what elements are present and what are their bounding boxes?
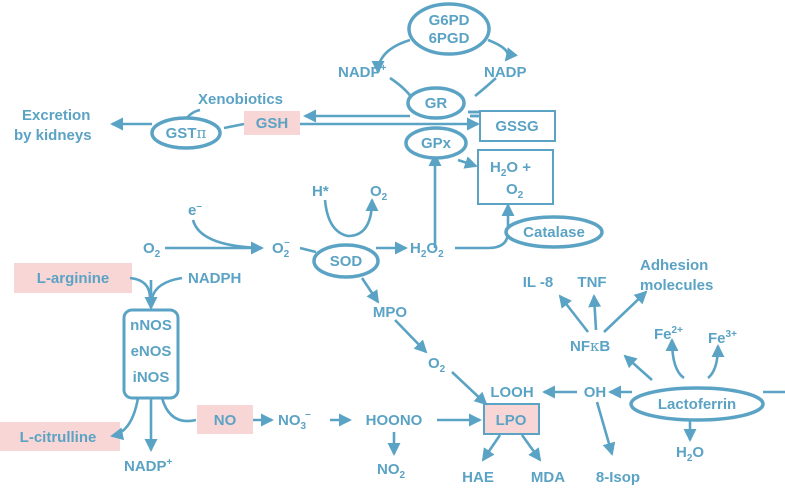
sod-node xyxy=(312,243,380,279)
xenobiotics-label: Xenobiotics xyxy=(198,91,283,108)
hoono-label: HOONO xyxy=(366,412,423,429)
lactoferrin-label: Lactoferrin xyxy=(658,396,736,413)
nadp-plus-top-label: NADP+ xyxy=(338,63,387,81)
nadph-label: NADPH xyxy=(188,270,241,287)
nos-box xyxy=(122,308,180,400)
fe3-label: Fe3+ xyxy=(708,329,737,347)
l-citrulline-highlight xyxy=(0,422,120,451)
looh-label: LOOH xyxy=(490,384,533,401)
mpo-label: MPO xyxy=(373,304,408,321)
pathway-connectors xyxy=(110,38,785,462)
hydroxyl-label: OH xyxy=(584,384,607,401)
no-label: NO xyxy=(214,412,237,429)
gpx-node xyxy=(404,126,468,160)
nadp-top-label: NADP xyxy=(484,64,527,81)
gst-pi-label: GSTπ xyxy=(166,124,207,142)
catalase-node xyxy=(504,215,604,249)
o2-box-label: O2 xyxy=(506,181,524,201)
6pgd-label: 6PGD xyxy=(429,30,470,47)
8-isop-label: 8-Isop xyxy=(596,469,640,486)
nitrate-label: NO3– xyxy=(278,409,311,432)
excretion-label-line1: Excretion xyxy=(22,107,90,124)
gr-node xyxy=(406,86,466,120)
lpo-highlight xyxy=(483,403,540,435)
h-star-label: H* xyxy=(312,183,329,200)
l-arginine-label: L-arginine xyxy=(37,270,110,287)
l-arginine-highlight xyxy=(14,263,132,293)
inos-label: iNOS xyxy=(133,369,170,386)
mda-label: MDA xyxy=(531,469,565,486)
h2o-bottom-label: H2O xyxy=(676,444,704,464)
o2-top-label: O2 xyxy=(370,183,388,203)
adhesion-label-line2: molecules xyxy=(640,277,713,294)
superoxide-label: O2– xyxy=(272,237,290,260)
gst-node xyxy=(150,116,222,150)
no2-label: NO2 xyxy=(377,461,406,481)
gsh-highlight xyxy=(244,111,300,135)
o2-left-label: O2 xyxy=(143,240,161,260)
gssg-label: GSSG xyxy=(495,118,538,135)
g6pd-6pgd-node xyxy=(407,2,491,56)
nnos-label: nNOS xyxy=(130,317,172,334)
l-citrulline-label: L-citrulline xyxy=(20,429,97,446)
enos-label: eNOS xyxy=(131,343,172,360)
gssg-box xyxy=(479,110,556,142)
lactoferrin-node xyxy=(629,386,765,422)
fe2-label: Fe2+ xyxy=(654,325,683,343)
nfkb-label: NFκB xyxy=(570,337,610,355)
g6pd-label: G6PD xyxy=(429,12,470,29)
o2-mid-label: O2 xyxy=(428,355,446,375)
gr-label: GR xyxy=(425,95,448,112)
il8-label: IL -8 xyxy=(523,274,554,291)
no-highlight xyxy=(197,405,253,434)
gsh-label: GSH xyxy=(256,115,289,132)
hae-label: HAE xyxy=(462,469,494,486)
sod-label: SOD xyxy=(330,253,363,270)
h2o2-label: H2O2 xyxy=(410,240,444,260)
h2o-plus-label: H2O + xyxy=(490,159,531,179)
catalase-label: Catalase xyxy=(523,224,585,241)
adhesion-label-line1: Adhesion xyxy=(640,257,708,274)
excretion-label-line2: by kidneys xyxy=(14,127,92,144)
electron-label: e– xyxy=(188,201,202,219)
nadp-plus-bottom-label: NADP+ xyxy=(124,457,173,475)
lpo-label: LPO xyxy=(496,412,527,429)
gpx-label: GPx xyxy=(421,135,452,152)
h2o-o2-box xyxy=(477,149,554,205)
tnf-label: TNF xyxy=(577,274,606,291)
